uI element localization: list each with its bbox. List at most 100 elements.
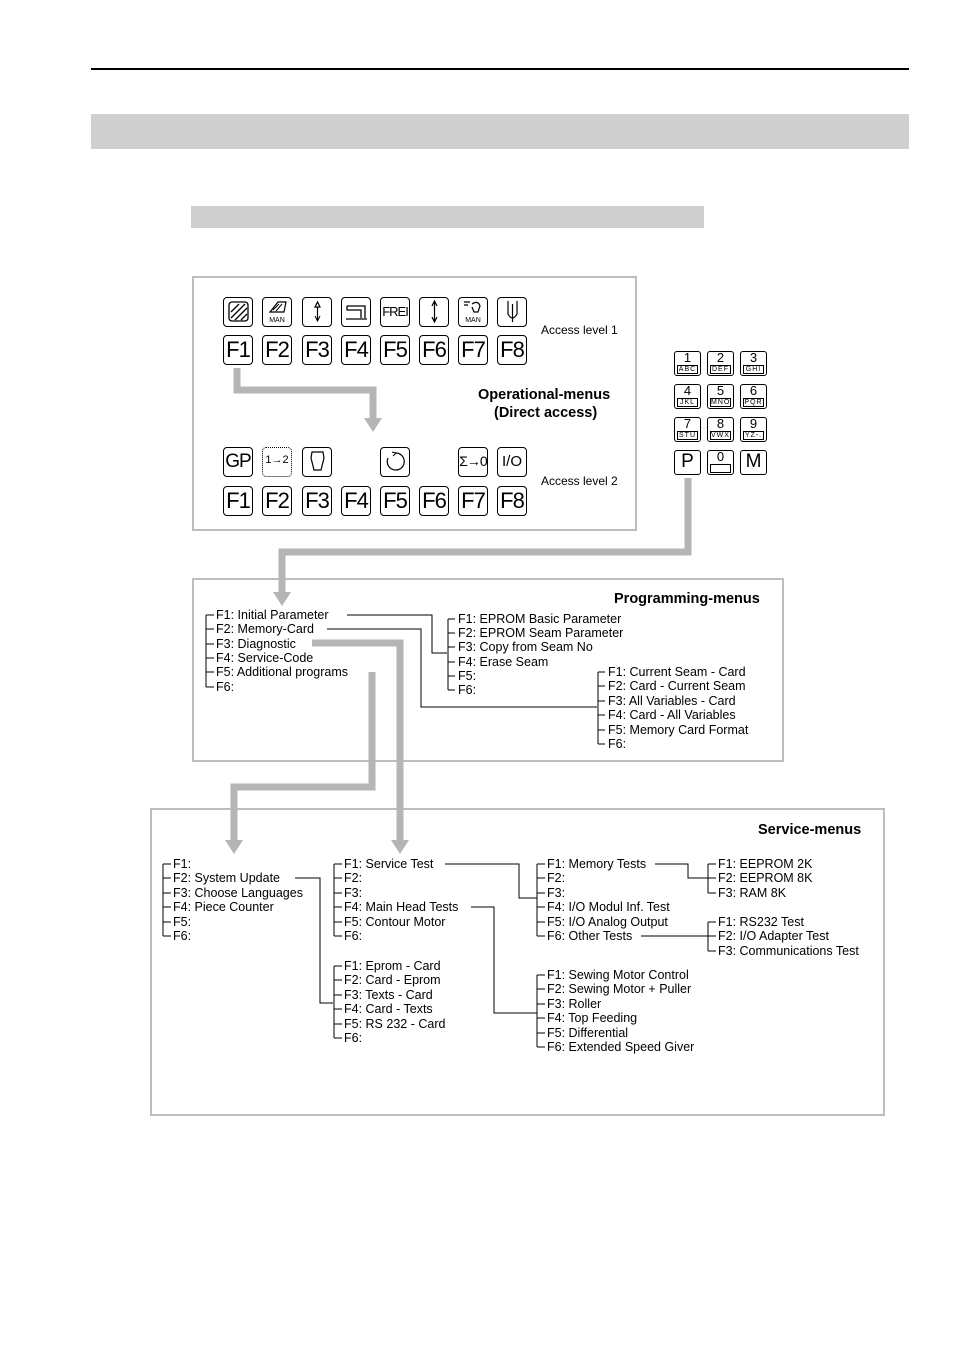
svc-test-item: F5: I/O Analog Output	[547, 915, 668, 929]
access-level-2-label: Access level 2	[541, 474, 618, 488]
prog-eprom-item: F4: Erase Seam	[458, 655, 549, 669]
svc-memory-item: F2: EEPROM 8K	[718, 871, 813, 885]
svc-diagnostic-item: F6:	[344, 929, 363, 943]
svc-mainhead-item: F3: Roller	[547, 997, 602, 1011]
f3-key-level2[interactable]: F3	[302, 486, 332, 516]
gp-icon: GP	[223, 447, 253, 477]
svc-mainhead-item: F4: Top Feeding	[547, 1011, 638, 1025]
svc-update-item: F6:	[344, 1031, 363, 1045]
svc-mainhead-item: F5: Differential	[547, 1026, 629, 1040]
prog-main-item: F3: Diagnostic	[216, 637, 296, 651]
svc-update-item: F2: Card - Eprom	[344, 973, 441, 987]
svc-memory-item: F3: RAM 8K	[718, 886, 787, 900]
svc-diagnostic-item: F1: Service Test	[344, 857, 434, 871]
f4-key[interactable]: F4	[341, 335, 371, 365]
svc-diagnostic-item: F4: Main Head Tests	[344, 900, 459, 914]
svc-additional-item: F3: Choose Languages	[173, 886, 303, 900]
service-menus-panel: Service-menus	[150, 808, 885, 1116]
svc-mainhead-item: F2: Sewing Motor + Puller	[547, 982, 692, 996]
key-p[interactable]: P	[674, 450, 701, 475]
f4-key-level2[interactable]: F4	[341, 486, 371, 516]
prog-main-item: F2: Memory-Card	[216, 622, 314, 636]
section-heading-bar	[91, 114, 909, 149]
f6-key[interactable]: F6	[419, 335, 449, 365]
prog-card-item: F3: All Variables - Card	[608, 694, 736, 708]
svc-additional-item: F6:	[173, 929, 192, 943]
svc-diagnostic-item: F5: Contour Motor	[344, 915, 446, 929]
prog-card-item: F2: Card - Current Seam	[608, 679, 746, 693]
needle-up-icon	[302, 297, 332, 327]
f2-key[interactable]: F2	[262, 335, 292, 365]
svc-additional-item: F5:	[173, 915, 192, 929]
f7-key[interactable]: F7	[458, 335, 488, 365]
prog-eprom-item: F3: Copy from Seam No	[458, 640, 593, 654]
svc-test-item: F3:	[547, 886, 566, 900]
svc-other-item: F3: Communications Test	[718, 944, 859, 958]
access-level-1-label: Access level 1	[541, 323, 618, 337]
man-hand-icon: MAN	[458, 297, 488, 327]
prog-main-item: F6:	[216, 680, 235, 694]
f6-key-level2[interactable]: F6	[419, 486, 449, 516]
svc-test-item: F2:	[547, 871, 566, 885]
svc-test-item: F1: Memory Tests	[547, 857, 647, 871]
svc-memory-item: F1: EEPROM 2K	[718, 857, 813, 871]
needle-updown-icon	[419, 297, 449, 327]
on-off-icon: I/O	[497, 447, 527, 477]
bobbin-icon	[302, 447, 332, 477]
sewing-machine-icon	[341, 297, 371, 327]
prog-eprom-item: F6:	[458, 683, 477, 697]
prog-card-item: F4: Card - All Variables	[608, 708, 736, 722]
svc-additional-item: F1:	[173, 857, 192, 871]
prog-eprom-item: F2: EPROM Seam Parameter	[458, 626, 624, 640]
f7-key-level2[interactable]: F7	[458, 486, 488, 516]
programming-title: Programming-menus	[614, 591, 760, 607]
f3-key[interactable]: F3	[302, 335, 332, 365]
f8-key[interactable]: F8	[497, 335, 527, 365]
f1-key[interactable]: F1	[223, 335, 253, 365]
key-m[interactable]: M	[740, 450, 767, 475]
rotate-icon	[380, 447, 410, 477]
prog-card-item: F1: Current Seam - Card	[608, 665, 746, 679]
svc-update-item: F5: RS 232 - Card	[344, 1017, 446, 1031]
f8-key-level2[interactable]: F8	[497, 486, 527, 516]
svc-mainhead-item: F6: Extended Speed Giver	[547, 1040, 695, 1054]
one-to-two-icon: 1→2	[262, 447, 292, 477]
programming-menus-panel: Programming-menus	[192, 578, 784, 762]
prog-main-item: F1: Initial Parameter	[216, 608, 329, 622]
svc-test-item: F4: I/O Modul Inf. Test	[547, 900, 670, 914]
f5-key-level2[interactable]: F5	[380, 486, 410, 516]
man-label-2: MAN	[465, 317, 481, 324]
frei-icon: FREI	[380, 297, 410, 327]
prog-main-item: F4: Service-Code	[216, 651, 314, 665]
prog-card-item: F6:	[608, 737, 627, 751]
svc-update-item: F1: Eprom - Card	[344, 959, 441, 973]
svc-update-item: F3: Texts - Card	[344, 988, 433, 1002]
operational-title-line2: (Direct access)	[494, 405, 598, 421]
svc-additional-item: F4: Piece Counter	[173, 900, 274, 914]
prog-card-item: F5: Memory Card Format	[608, 723, 749, 737]
prog-eprom-item: F5:	[458, 669, 477, 683]
subsection-heading-bar	[191, 206, 704, 228]
svc-additional-item: F2: System Update	[173, 871, 280, 885]
man-foot-icon: MAN	[262, 297, 292, 327]
operational-menus-panel: MAN FREI MAN F1 F2 F3 F4 F5 F6 F7 F8 Acc…	[192, 276, 637, 531]
f5-key[interactable]: F5	[380, 335, 410, 365]
f1-key-level2[interactable]: F1	[223, 486, 253, 516]
prog-main-item: F5: Additional programs	[216, 665, 349, 679]
man-label: MAN	[269, 317, 285, 324]
svc-diagnostic-item: F3:	[344, 886, 363, 900]
svc-other-item: F1: RS232 Test	[718, 915, 804, 929]
f2-key-level2[interactable]: F2	[262, 486, 292, 516]
key-0[interactable]: 0	[707, 450, 734, 475]
prog-eprom-item: F1: EPROM Basic Parameter	[458, 612, 622, 626]
